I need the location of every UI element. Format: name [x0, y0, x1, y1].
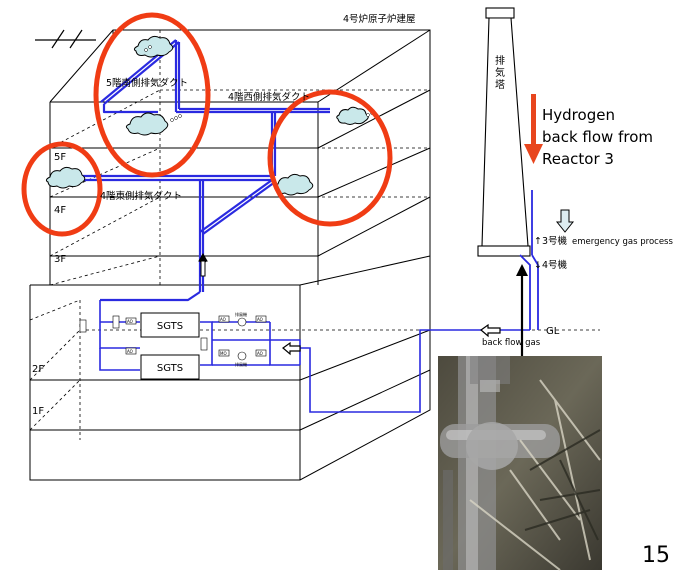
sgts-unit-a: [140, 312, 200, 338]
sgts-label-a: SGTS: [157, 321, 183, 332]
building-dashed-edges: [49, 30, 430, 286]
unit4-label: ↓4号機: [534, 259, 568, 271]
hydrogen-line-3: Reactor 3: [542, 150, 614, 168]
svg-text:排風機: 排風機: [235, 361, 247, 367]
stack-label-char-1: 排: [495, 54, 505, 67]
page-number: 15: [642, 543, 670, 568]
svg-text:MO: MO: [220, 351, 227, 356]
cloud-5f-south: [133, 35, 174, 58]
cloud-4f-left: [45, 166, 86, 189]
backflow-gas-label: back flow gas: [482, 338, 541, 348]
reactor-building: [49, 29, 431, 285]
emergency-label: emergency gas process: [572, 237, 673, 247]
building-base: [29, 255, 431, 481]
hydrogen-line-2: back flow from: [542, 128, 653, 146]
hydrogen-clouds: [45, 35, 369, 196]
backflow-gas-arrow: [480, 323, 501, 338]
cloud-4f-west: [336, 106, 369, 125]
unit3-label: ↑3号機: [534, 235, 568, 247]
svg-text:AO: AO: [257, 317, 263, 322]
floor-label-2f: 2F: [32, 364, 44, 375]
hydrogen-line-1: Hydrogen: [542, 106, 615, 124]
pipe-photo: [438, 356, 602, 571]
duct-label-4f-east: 4階東側排気ダクト: [100, 190, 182, 202]
exhaust-stack: [477, 7, 531, 257]
building-title: 4号炉原子炉建屋: [343, 13, 416, 25]
floor-label-4f: 4F: [54, 205, 66, 216]
svg-text:AO: AO: [127, 349, 133, 354]
upward-flow-arrow: [198, 252, 208, 277]
emergency-down-arrow: [555, 209, 575, 233]
stack-label-char-2: 気: [495, 66, 505, 79]
valve-boxes: [79, 315, 267, 361]
stack-label-char-3: 塔: [495, 78, 505, 91]
highlight-left-wall: [21, 141, 103, 237]
sgts-units: SGTS SGTS: [140, 312, 200, 380]
duct-label-5f-south: 5階南側排気ダクト: [106, 77, 188, 89]
photo-pointer-arrow: [516, 264, 528, 356]
hydrogen-arrow: [524, 94, 543, 164]
base-dashed-edges: [29, 299, 430, 440]
sgts-backflow-arrow: [282, 341, 301, 356]
gl-label: GL: [546, 326, 560, 337]
svg-text:排風機: 排風機: [235, 311, 247, 317]
svg-text:AO: AO: [220, 317, 226, 322]
floor-label-5f: 5F: [54, 152, 66, 163]
svg-text:AO: AO: [127, 319, 133, 324]
floor-label-1f: 1F: [32, 406, 44, 417]
sgts-unit-b: [140, 354, 200, 380]
floor-label-3f: 3F: [54, 254, 66, 265]
valve-labels: AO AO AO AO MO AO 排風機 排風機: [127, 311, 263, 367]
highlight-5f-south: [93, 12, 211, 178]
break-symbol: [35, 29, 96, 49]
duct-label-4f-west: 4階西側排気ダクト: [228, 91, 310, 103]
cloud-4f-mid: [125, 112, 169, 136]
sgts-label-b: SGTS: [157, 363, 183, 374]
highlight-ellipses: [21, 12, 393, 237]
stack-piping: [519, 190, 539, 330]
highlight-4f-west-east: [267, 89, 393, 227]
svg-text:AO: AO: [257, 351, 263, 356]
